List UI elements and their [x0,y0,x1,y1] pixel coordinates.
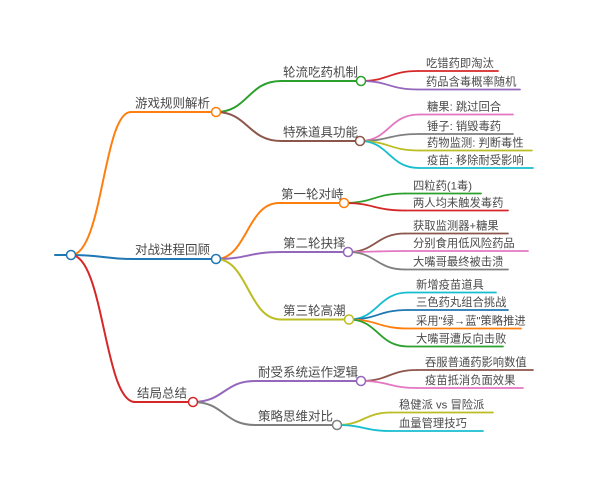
node-battle-process-review[interactable]: 对战进程回顾 [132,242,222,265]
node-strategy-thinking-comparison-label: 策略思维对比 [258,409,333,424]
node-special-items-function-toggle[interactable] [354,135,366,147]
leaf-eat-low-risk-pills[interactable]: 分别食用低风险药品 [404,236,529,252]
leaf-four-pills-one-poison-label: 四粒药(1毒) [413,179,472,193]
node-round1-standoff[interactable]: 第一轮对峙 [278,188,350,209]
node-root[interactable] [54,249,77,261]
link-bigmouth-defeated [347,251,406,271]
leaf-drug-monitor-judge-toxicity[interactable]: 药物监测: 判断毒性 [418,136,533,152]
leaf-normal-pill-affects-value-label: 吞服普通药影响数值 [425,355,527,369]
leaf-get-monitor-candy[interactable]: 获取监测器+糖果 [404,219,509,235]
leaf-bigmouth-reverse-defeat-label: 大嘴哥遭反向击败 [416,332,506,346]
link-bigmouth-reverse-defeat [348,318,409,348]
leaf-green-blue-strategy-label: 采用"绿→蓝"策略推进 [416,314,526,328]
leaf-vaccine-offsets-negative-label: 疫苗抵消负面效果 [425,373,515,387]
node-battle-process-review-label: 对战进程回顾 [135,242,210,257]
leaf-four-pills-one-poison[interactable]: 四粒药(1毒) [404,179,482,195]
leaf-wrong-pill-eliminated-label: 吃错药即淘汰 [426,56,494,70]
node-tolerance-system-logic[interactable]: 耐受系统运作逻辑 [254,366,367,387]
leaf-new-vaccine-item-label: 新增疫苗道具 [416,278,484,292]
node-round1-standoff-label: 第一轮对峙 [281,188,344,202]
node-ending-summary-label: 结局总结 [137,387,187,401]
leaf-bigmouth-defeated-label: 大嘴哥最终被击溃 [413,255,503,269]
link-round2-choice [215,251,282,260]
node-round2-choice-label: 第二轮抉择 [283,237,346,251]
node-game-rules-analysis-toggle[interactable] [210,106,222,118]
leaf-steady-vs-risky[interactable]: 稳健派 vs 冒险派 [390,398,494,414]
link-get-monitor-candy [347,232,406,253]
leaf-no-poison-triggered-label: 两人均未触发毒药 [413,196,503,210]
link-turn-eating-mechanism [215,80,282,113]
node-round3-climax-toggle[interactable] [343,314,355,325]
link-root-game-rules-analysis [70,111,132,256]
link-vaccine-remove-tolerance [359,140,420,169]
node-round3-climax-label: 第三轮高潮 [283,303,346,318]
node-round2-choice-toggle[interactable] [342,246,354,258]
leaf-bigmouth-reverse-defeat[interactable]: 大嘴哥遭反向击败 [407,332,506,348]
node-special-items-function-label: 特殊道具功能 [283,125,359,140]
leaf-eat-low-risk-pills-label: 分别食用低风险药品 [413,236,515,250]
link-tolerance-system-logic [192,380,256,403]
link-wrong-pill-eliminated [360,70,419,82]
node-special-items-function[interactable]: 特殊道具功能 [280,125,366,147]
node-turn-eating-mechanism-toggle[interactable] [355,75,367,87]
node-ending-summary[interactable]: 结局总结 [134,387,199,408]
leaf-candy-skip-turn[interactable]: 糖果: 跳过回合 [418,100,514,116]
leaf-drug-monitor-judge-toxicity-label: 药物监测: 判断毒性 [427,136,524,150]
node-root-toggle[interactable] [65,249,77,261]
node-ending-summary-toggle[interactable] [187,396,199,408]
leaf-hp-management-skills-label: 血量管理技巧 [399,416,467,430]
link-random-poison-probability [360,80,419,91]
link-vaccine-offsets-negative [360,380,418,389]
link-round3-climax [215,258,282,321]
leaf-vaccine-remove-tolerance[interactable]: 疫苗: 移除耐受影响 [418,153,534,169]
leaf-green-blue-strategy[interactable]: 采用"绿→蓝"策略推进 [407,314,526,330]
leaf-get-monitor-candy-label: 获取监测器+糖果 [413,219,499,233]
node-game-rules-analysis-label: 游戏规则解析 [135,96,210,111]
node-tolerance-system-logic-toggle[interactable] [355,375,367,387]
leaf-hammer-destroy-poison-label: 锤子: 销毁毒药 [427,119,501,133]
leaf-steady-vs-risky-label: 稳健派 vs 冒险派 [399,398,484,412]
node-strategy-thinking-comparison-toggle[interactable] [331,419,343,431]
link-steady-vs-risky [336,411,392,426]
leaf-hp-management-skills[interactable]: 血量管理技巧 [390,416,484,432]
node-strategy-thinking-comparison[interactable]: 策略思维对比 [254,409,343,431]
leaf-candy-skip-turn-label: 糖果: 跳过回合 [427,100,501,114]
node-game-rules-analysis[interactable]: 游戏规则解析 [130,96,222,118]
leaf-no-poison-triggered[interactable]: 两人均未触发毒药 [404,196,509,212]
node-turn-eating-mechanism[interactable]: 轮流吃药机制 [280,66,367,87]
leaf-hammer-destroy-poison[interactable]: 锤子: 销毁毒药 [418,119,514,135]
node-round1-standoff-toggle[interactable] [338,197,350,209]
leaf-three-color-pill-challenge-label: 三色药丸组合挑战 [416,295,506,309]
link-group [70,70,420,432]
link-special-items-function [215,111,282,142]
leaf-wrong-pill-eliminated[interactable]: 吃错药即淘汰 [417,56,499,72]
link-root-ending-summary [70,254,136,403]
link-hp-management-skills [336,424,392,432]
leaf-random-poison-probability-label: 药品含毒概率随机 [426,75,517,89]
link-normal-pill-affects-value [360,369,418,382]
link-root-battle-process-review [70,254,134,260]
link-round1-standoff [215,202,280,260]
leaf-vaccine-remove-tolerance-label: 疫苗: 移除耐受影响 [427,153,524,167]
leaf-vaccine-offsets-negative[interactable]: 疫苗抵消负面效果 [416,373,524,389]
node-round2-choice[interactable]: 第二轮抉择 [280,237,354,258]
link-no-poison-triggered [343,202,406,212]
node-turn-eating-mechanism-label: 轮流吃药机制 [283,66,358,80]
link-strategy-thinking-comparison [192,401,256,426]
leaf-three-color-pill-challenge[interactable]: 三色药丸组合挑战 [407,295,509,311]
node-battle-process-review-toggle[interactable] [210,253,222,265]
leaf-new-vaccine-item[interactable]: 新增疫苗道具 [407,278,497,294]
leaf-normal-pill-affects-value[interactable]: 吞服普通药影响数值 [416,355,534,371]
node-tolerance-system-logic-label: 耐受系统运作逻辑 [258,366,358,380]
leaf-bigmouth-defeated[interactable]: 大嘴哥最终被击溃 [404,255,509,271]
leaf-random-poison-probability[interactable]: 药品含毒概率随机 [417,75,521,91]
link-four-pills-one-poison [343,192,406,204]
link-hammer-destroy-poison [359,133,420,142]
node-round3-climax[interactable]: 第三轮高潮 [280,303,355,325]
